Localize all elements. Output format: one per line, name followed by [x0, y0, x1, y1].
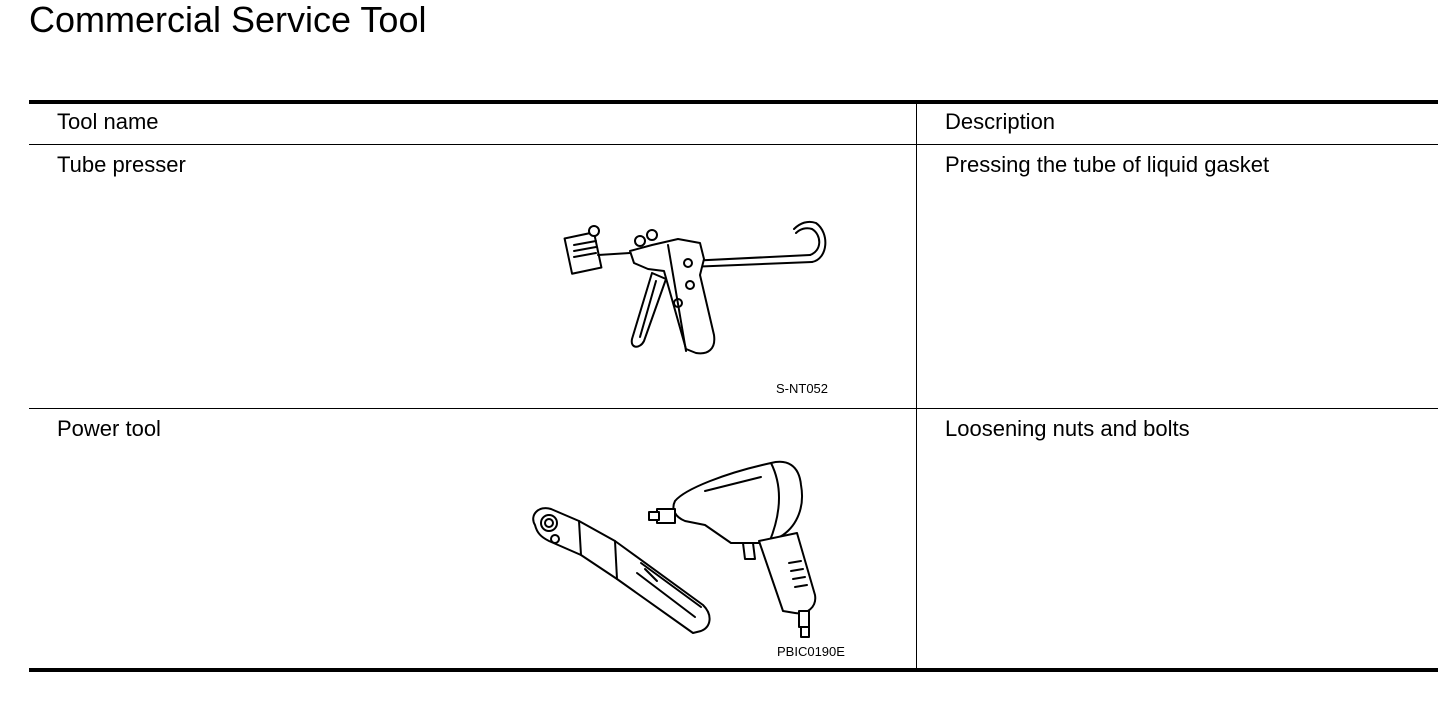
row-divider: [29, 408, 1438, 409]
description-cell: Pressing the tube of liquid gasket: [945, 152, 1270, 177]
description-cell: Loosening nuts and bolts: [945, 416, 1190, 441]
page-title: Commercial Service Tool: [29, 0, 427, 40]
figure-code-label: PBIC0190E: [777, 644, 845, 659]
header-divider: [29, 144, 1438, 145]
table-top-rule: [29, 100, 1438, 104]
column-header-description: Description: [945, 109, 1056, 134]
tool-name-cell: Power tool: [57, 416, 161, 441]
tube-presser-illustration: [563, 220, 827, 355]
figure-code-label: S-NT052: [776, 381, 829, 396]
tool-name-cell: Tube presser: [57, 152, 186, 177]
power-tool-illustration: [532, 460, 817, 638]
column-divider: [916, 104, 917, 668]
column-header-tool-name: Tool name: [57, 109, 159, 134]
table-bottom-rule: [29, 668, 1438, 672]
